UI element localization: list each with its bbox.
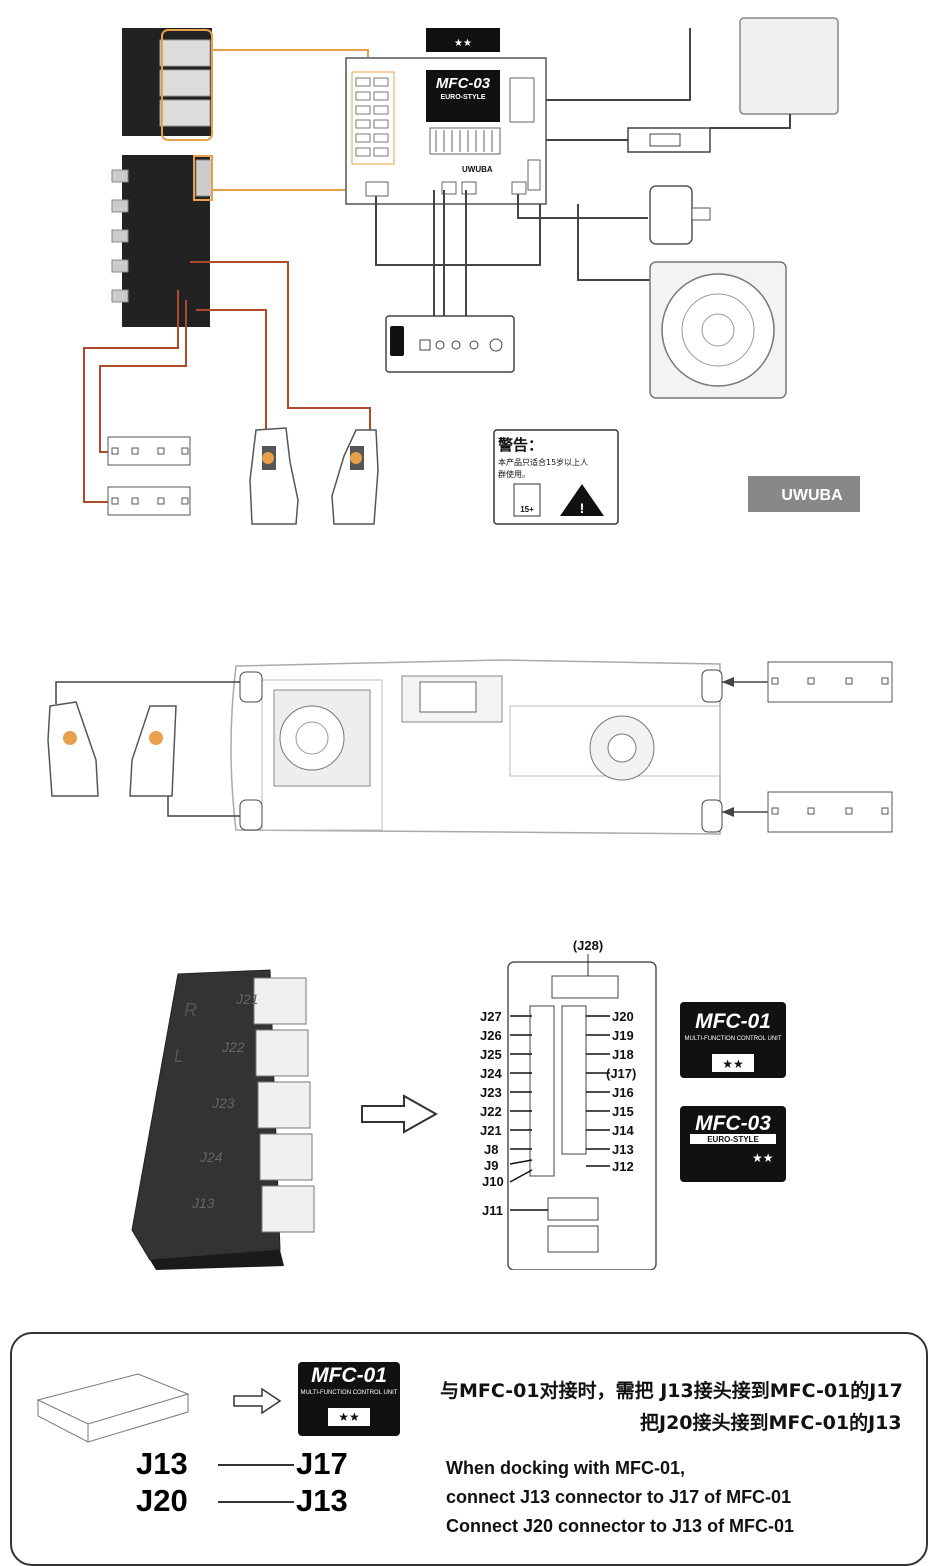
module-port-j23: J23 — [211, 1095, 235, 1111]
headlight-right — [331, 429, 379, 525]
label-j24: J24 — [480, 1066, 502, 1081]
board-top-header: (J28) — [573, 938, 603, 953]
warning-triangle-icon — [560, 484, 604, 516]
star-icon: ★★ — [328, 1408, 370, 1426]
control-panel — [385, 315, 515, 373]
map-right-1: J17 — [296, 1446, 348, 1481]
tail-light-bar-2 — [107, 486, 191, 516]
label-j12: J12 — [612, 1159, 634, 1174]
module-port-j13: J13 — [191, 1195, 215, 1211]
label-j23: J23 — [480, 1085, 502, 1100]
module-label-l: L — [174, 1046, 184, 1066]
label-j13: J13 — [612, 1142, 634, 1157]
wiring-diagram: MFC-03 EURO-STYLE UWUBA ★★ — [83, 17, 860, 525]
warning-text-1: 本产品只适合15岁以上人 — [498, 457, 588, 467]
label-j18: J18 — [612, 1047, 634, 1062]
headlight-left — [249, 427, 299, 525]
battery — [739, 17, 839, 115]
mfc01-badge — [680, 1002, 786, 1078]
svg-text:★★: ★★ — [722, 1057, 744, 1071]
instruction-badge-sub: MULTI-FUNCTION CONTROL UNIT — [300, 1390, 398, 1396]
map-line-1 — [218, 1464, 294, 1466]
chassis-tail-light-2 — [767, 791, 893, 833]
label-j21: J21 — [480, 1123, 502, 1138]
chassis-headlight-left — [47, 701, 99, 797]
label-j20: J20 — [612, 1009, 634, 1024]
connector-mapping-diagram: R L J21 J22 J23 J24 J13 (J28) J27 J26 J2… — [131, 938, 786, 1270]
label-j17: (J17) — [606, 1066, 636, 1081]
label-j22: J22 — [480, 1104, 502, 1119]
label-j9: J9 — [484, 1158, 498, 1173]
instruction-badge-title: MFC-01 — [311, 1364, 387, 1387]
warning-title: 警告： — [497, 436, 543, 454]
chassis-tail-light-1 — [767, 661, 893, 703]
chassis-headlight-right — [129, 705, 177, 797]
label-j26: J26 — [480, 1028, 502, 1043]
module-port-j24: J24 — [199, 1149, 223, 1165]
label-j27: J27 — [480, 1009, 502, 1024]
label-j15: J15 — [612, 1104, 634, 1119]
map-line-2 — [218, 1501, 294, 1503]
svg-text:★★: ★★ — [454, 38, 472, 49]
mfc03-label: MFC-03 — [436, 75, 491, 92]
age-badge: 15+ — [520, 505, 534, 514]
tail-light-bar-1 — [107, 436, 191, 466]
label-j10: J10 — [482, 1174, 504, 1189]
module-port-j22: J22 — [221, 1039, 245, 1055]
label-j11: J11 — [482, 1203, 503, 1218]
mfc01-badge-sub: MULTI-FUNCTION CONTROL UNIT — [685, 1036, 782, 1042]
en-line-2: connect J13 connector to J17 of MFC-01 — [446, 1487, 792, 1507]
label-j19: J19 — [612, 1028, 634, 1043]
truck-chassis-diagram — [47, 659, 893, 835]
mfc03-brand: UWUBA — [462, 165, 493, 174]
cn-line-1: 与MFC-01对接时，需把 J13接头接到MFC-01的J17 — [440, 1380, 903, 1402]
expansion-module-main — [122, 155, 210, 327]
en-line-3: Connect J20 connector to J13 of MFC-01 — [446, 1516, 795, 1536]
mini-arrow-icon — [233, 1387, 282, 1415]
mfc03-badge-title: MFC-03 — [695, 1112, 771, 1135]
uwuba-logo-text: UWUBA — [781, 487, 843, 504]
module-label-r: R — [184, 1000, 197, 1020]
svg-text:★★: ★★ — [752, 1151, 774, 1165]
uwuba-logo — [748, 476, 860, 512]
cn-line-2: 把J20接头接到MFC-01的J13 — [640, 1412, 902, 1434]
mfc03-badge-sub: EURO-STYLE — [707, 1135, 759, 1144]
warning-text-2: 群使用。 — [498, 469, 530, 479]
expansion-module-iso — [131, 969, 315, 1270]
module-port-j21: J21 — [235, 991, 259, 1007]
map-right-2: J13 — [296, 1483, 348, 1518]
battery-connector — [627, 127, 711, 153]
mfc01-badge-title: MFC-01 — [695, 1010, 771, 1033]
label-j25: J25 — [480, 1047, 502, 1062]
motor — [649, 185, 693, 245]
mini-module-drawing — [36, 1373, 190, 1443]
svg-text:!: ! — [580, 500, 585, 516]
label-j8: J8 — [484, 1142, 498, 1157]
label-j16: J16 — [612, 1085, 634, 1100]
arrow-right-icon — [361, 1094, 439, 1134]
mfc03-sub-label: EURO-STYLE — [440, 94, 485, 101]
label-j14: J14 — [612, 1123, 634, 1138]
map-left-2: J20 — [136, 1483, 188, 1518]
en-line-1: When docking with MFC-01, — [446, 1458, 685, 1478]
map-left-1: J13 — [136, 1446, 188, 1481]
